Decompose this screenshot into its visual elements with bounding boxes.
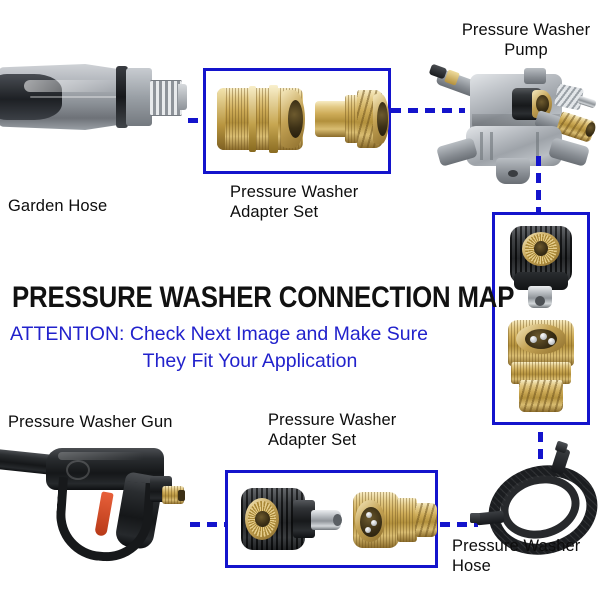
connector-pump-to-right-adapter — [536, 156, 541, 214]
bottom-qc-ball-1 — [366, 512, 372, 518]
adapter-set-right-box — [492, 212, 590, 425]
gun-label: Pressure Washer Gun — [8, 413, 173, 431]
adapter-set-bottom-illustration — [225, 470, 438, 568]
brass-qc-ball-2 — [540, 333, 547, 340]
attention-line-1: ATTENTION: Check Next Image and Make Sur… — [10, 323, 428, 345]
hose-end-connector-bottom — [470, 513, 480, 523]
m22-nut-bore — [534, 241, 548, 256]
attention-line-2: They Fit Your Application — [142, 350, 358, 372]
garden-hose-illustration — [0, 0, 200, 190]
adapter-set-bottom-label: Pressure Washer Adapter Set — [268, 411, 397, 449]
adapter-set-top-box — [203, 68, 391, 174]
brass-hose-plug-bore — [377, 102, 388, 136]
connector-gun-to-adapter — [190, 522, 226, 527]
bottom-m22-shoulder — [293, 500, 315, 538]
bottom-qc-ball-2 — [371, 520, 377, 526]
adapter-set-top-label: Pressure Washer Adapter Set — [230, 183, 359, 221]
brass-qc-ball-1 — [530, 336, 537, 343]
garden-hose-label: Garden Hose — [8, 197, 108, 215]
garden-hose-collar — [126, 68, 152, 126]
garden-hose-tip — [178, 84, 187, 110]
pump-head-top-boss — [524, 68, 546, 84]
bottom-stem-bore — [333, 514, 342, 526]
pump-illustration — [420, 60, 600, 185]
brass-hose-plug-knurl — [345, 95, 359, 143]
map-title: PRESSURE WASHER CONNECTION MAP — [12, 281, 515, 314]
brass-coupler-band-1 — [217, 88, 225, 150]
hose-label: Pressure Washer Hose — [452, 537, 581, 575]
connector-right-adapter-to-hose — [538, 432, 543, 462]
brass-qc-socket-collar — [511, 362, 571, 384]
brass-hose-plug-shank — [315, 101, 349, 137]
brass-coupler-band-3 — [269, 85, 278, 153]
pump-fin-2 — [490, 132, 493, 160]
brass-coupler-bore — [288, 100, 303, 138]
bottom-m22-bore — [255, 511, 270, 527]
pump-fin-3 — [536, 132, 539, 160]
garden-hose-thread — [150, 80, 182, 116]
hose-illustration — [470, 440, 600, 566]
m22-nut-base — [514, 272, 568, 290]
pump-fin-1 — [480, 132, 483, 160]
gun-inlet-bore — [178, 490, 185, 501]
brass-qc-ball-3 — [548, 338, 555, 345]
pump-valve-bore — [536, 95, 549, 113]
garden-hose-body-seam — [30, 96, 120, 98]
connector-adapter-to-hose — [440, 522, 478, 527]
brass-coupler-band-2 — [249, 86, 256, 152]
bottom-brass-male-thread — [415, 503, 437, 537]
garden-hose-ring — [116, 66, 128, 128]
pump-label: Pressure Washer Pump — [461, 21, 591, 59]
garden-hose-body-highlight — [24, 80, 120, 92]
adapter-set-right-illustration — [492, 212, 590, 425]
connector-adapter-to-pump — [391, 108, 465, 113]
gun-logo-swirl — [66, 460, 90, 480]
bottom-qc-ball-3 — [365, 527, 371, 533]
brass-qc-male-thread — [519, 380, 563, 412]
bottom-brass-qc-collar — [397, 498, 417, 542]
gun-body-highlight — [58, 452, 144, 460]
connector-hose-to-adapter — [188, 118, 206, 123]
m22-stem-bore — [535, 296, 545, 306]
pump-shaft-bore — [508, 170, 518, 177]
gun-illustration — [0, 440, 220, 570]
adapter-set-top-illustration — [203, 68, 391, 174]
